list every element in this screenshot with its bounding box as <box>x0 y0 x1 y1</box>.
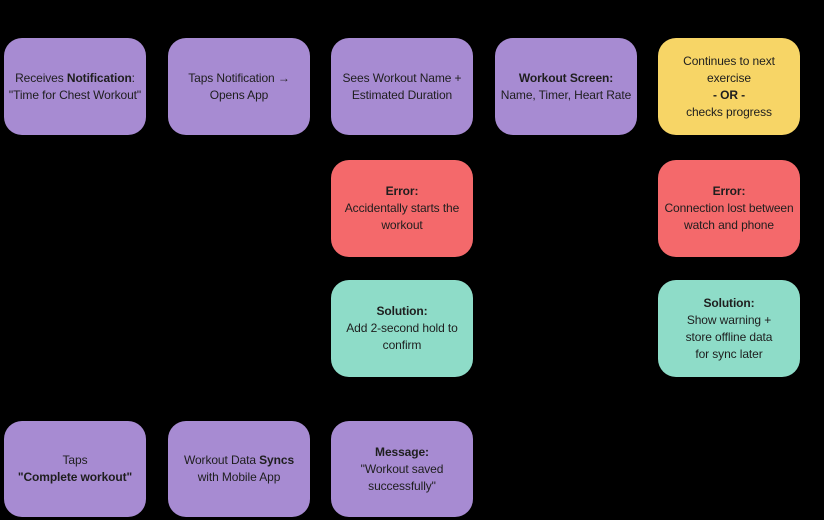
text-segment: Error: <box>385 184 419 198</box>
text-segment: "Workout saved <box>360 461 444 476</box>
text-segment: for sync later <box>695 346 763 361</box>
note-text-line: Taps Notification → <box>188 70 290 87</box>
sticky-note-continues-or-checks-progress[interactable]: Continues to next exercise - OR - checks… <box>658 38 800 135</box>
note-text-line: Continues to next <box>683 53 775 70</box>
sticky-note-taps-notification[interactable]: Taps Notification → Opens App <box>168 38 310 135</box>
text-segment: Solution: <box>703 295 755 310</box>
text-segment: Show warning + <box>686 312 772 327</box>
text-segment: Workout Screen: <box>518 70 614 85</box>
text-segment: Workout Data <box>183 453 260 467</box>
text-segment: Message: <box>375 444 429 459</box>
note-text-line: exercise <box>707 70 751 87</box>
sticky-note-taps-complete-workout[interactable]: Taps "Complete workout" <box>4 421 146 517</box>
sticky-note-solution-hold-to-confirm[interactable]: Solution: Add 2-second hold to confirm <box>331 280 473 377</box>
text-segment: "Complete workout" <box>17 470 133 484</box>
text-segment: Connection lost between <box>664 201 794 215</box>
text-segment: Continues to next <box>683 53 775 68</box>
text-segment: - OR - <box>712 87 746 102</box>
text-segment: with Mobile App <box>197 470 281 484</box>
note-text-line: Show warning + <box>687 312 771 329</box>
sticky-note-solution-offline-sync[interactable]: Solution: Show warning + store offline d… <box>658 280 800 377</box>
text-segment: Syncs <box>259 453 295 467</box>
text-segment: Taps Notification → <box>188 70 290 85</box>
note-text-line: Solution: <box>703 295 754 312</box>
note-text-line: successfully" <box>368 478 436 495</box>
text-segment: checks progress <box>686 104 772 119</box>
note-text-line: watch and phone <box>684 217 774 234</box>
text-segment: store offline data <box>685 329 773 344</box>
note-text-line: Sees Workout Name + <box>343 70 462 87</box>
text-segment: watch and phone <box>684 218 774 232</box>
text-segment: Name, Timer, Heart Rate <box>500 87 632 102</box>
note-text-line: store offline data <box>686 329 773 346</box>
note-text-line: Estimated Duration <box>352 87 452 104</box>
text-segment: Sees Workout Name + <box>342 70 462 85</box>
text-segment: Solution: <box>376 304 428 318</box>
note-text-line: Error: <box>386 183 419 200</box>
note-text-line: "Complete workout" <box>18 469 132 486</box>
note-text-line: Receives Notification: <box>15 70 135 87</box>
sticky-note-error-connection-lost[interactable]: Error: Connection lost between watch and… <box>658 160 800 257</box>
sticky-note-message-workout-saved[interactable]: Message: "Workout saved successfully" <box>331 421 473 517</box>
text-segment: : <box>131 70 135 85</box>
note-text-line: Taps <box>63 452 88 469</box>
note-text-line: Error: <box>713 183 746 200</box>
note-text-line: "Time for Chest Workout" <box>9 87 141 104</box>
sticky-note-sees-workout-name[interactable]: Sees Workout Name + Estimated Duration <box>331 38 473 135</box>
sticky-note-workout-data-syncs[interactable]: Workout Data Syncs with Mobile App <box>168 421 310 517</box>
text-segment: Accidentally starts the <box>344 201 460 215</box>
text-segment: Taps <box>62 453 88 467</box>
note-text-line: Workout Screen: <box>519 70 613 87</box>
text-segment: successfully" <box>368 478 436 493</box>
text-segment: Error: <box>712 184 746 198</box>
note-text-line: with Mobile App <box>198 469 281 486</box>
text-segment: Opens App <box>209 87 269 102</box>
note-text-line: "Workout saved <box>361 461 444 478</box>
text-segment: exercise <box>707 70 751 85</box>
text-segment: Estimated Duration <box>351 87 453 102</box>
note-text-line: checks progress <box>686 104 772 121</box>
note-text-line: workout <box>381 217 422 234</box>
note-text-line: Solution: <box>376 303 427 320</box>
note-text-line: Accidentally starts the <box>344 200 460 217</box>
note-text-line: Opens App <box>209 87 269 104</box>
note-text-line: Name, Timer, Heart Rate <box>500 87 632 104</box>
sticky-note-error-accidental-start[interactable]: Error: Accidentally starts the workout <box>331 160 473 257</box>
note-text-line: Add 2-second hold to <box>346 320 458 337</box>
text-segment: workout <box>381 218 423 232</box>
note-text-line: for sync later <box>695 346 762 363</box>
note-text-line: - OR - <box>713 87 745 104</box>
note-text-line: Message: <box>375 444 429 461</box>
text-segment: Receives <box>15 70 67 85</box>
note-text-line: Workout Data Syncs <box>184 452 294 469</box>
text-segment: "Time for Chest Workout" <box>8 87 142 102</box>
note-text-line: confirm <box>383 337 422 354</box>
text-segment: Add 2-second hold to <box>346 321 458 335</box>
sticky-note-workout-screen[interactable]: Workout Screen: Name, Timer, Heart Rate <box>495 38 637 135</box>
text-segment: Notification <box>66 70 132 85</box>
sticky-note-receives-notification[interactable]: Receives Notification: "Time for Chest W… <box>4 38 146 135</box>
note-text-line: Connection lost between <box>664 200 793 217</box>
text-segment: confirm <box>382 338 422 352</box>
